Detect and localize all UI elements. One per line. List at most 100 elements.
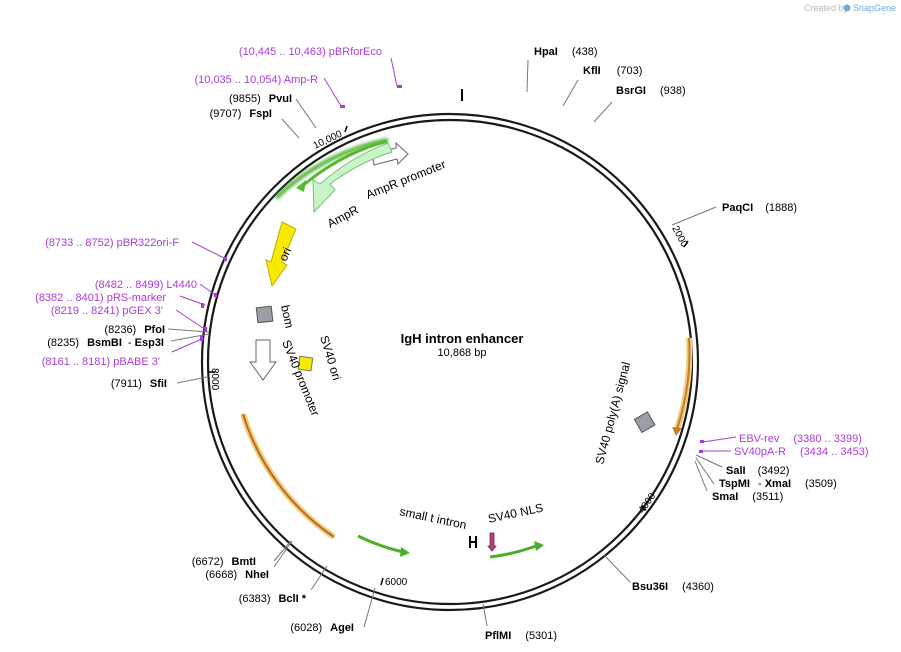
site-esp3i-name: Esp3I [135, 337, 164, 349]
tick-4000: 4000 [636, 491, 658, 516]
feature-label-ori: ori [276, 245, 294, 263]
primer-pbr322ori-f[interactable]: (8733 .. 8752) pBR322ori-F [45, 237, 179, 249]
site-kfli-pos: (703) [617, 65, 643, 77]
site-leader-lines [167, 59, 723, 628]
site-sali[interactable]: SalI(3492) [726, 465, 789, 477]
site-bmti[interactable]: (6672) BmtI [192, 556, 256, 568]
site-bsu36i[interactable]: Bsu36I(4360) [632, 581, 714, 593]
site-agei[interactable]: (6028)AgeI [290, 622, 354, 634]
site-fspi[interactable]: (9707) FspI [210, 108, 272, 120]
site-paqci-name: PaqCI [722, 202, 753, 214]
primer-leader-lines [171, 57, 737, 452]
site-bsmbi-name: BsmBI [87, 337, 122, 349]
primer-ebv-rev[interactable]: EBV-rev(3380 .. 3399) [739, 433, 862, 445]
site-nhei-pos: (6668) [205, 569, 237, 581]
primer-marks [200, 85, 704, 453]
site-smai[interactable]: SmaI(3511) [712, 491, 783, 503]
site-xmai-name: XmaI [765, 478, 791, 490]
site-labels-left[interactable]: (6028)AgeI (6383) BclI * (6668) NheI (6672… [47, 93, 354, 634]
plasmid-center-label: IgH intron enhancer 10,868 bp [401, 331, 524, 359]
snapgene-brand: Created by SnapGene [804, 3, 896, 13]
tick-mark-6000 [380, 577, 384, 586]
site-pflmi-name: PflMI [485, 630, 511, 642]
feature-label-sv40-polya: SV40 poly(A) signal [592, 360, 633, 465]
tick-mark-2000 [683, 240, 689, 248]
orange-right-arc [676, 337, 691, 430]
primer-ebv-rev-name: EBV-rev [739, 433, 780, 445]
ampr-outer-arrow [299, 139, 388, 190]
ampr-glow [274, 138, 389, 200]
site-bmti-name: BmtI [232, 556, 256, 568]
primer-pbabe-3[interactable]: (8161 .. 8181) pBABE 3' [42, 356, 160, 368]
feature-label-bom: bom [278, 304, 297, 330]
site-pfoi-pos: (8236) [104, 324, 136, 336]
site-bsrgi-name: BsrGI [616, 85, 646, 97]
site-pflmi-pos: (5301) [525, 630, 557, 642]
tick-mark-4000 [640, 505, 647, 511]
site-tspmi-name: TspMI [719, 478, 750, 490]
site-bsmbi-pos: (8235) [47, 337, 79, 349]
primer-sv40pa-r[interactable]: SV40pA-R (3434 .. 3453) [734, 446, 868, 458]
plasmid-size: 10,868 bp [438, 347, 487, 359]
site-kfli[interactable]: KflI (703) [583, 65, 642, 77]
primer-l4440[interactable]: (8482 .. 8499) L4440 [95, 279, 197, 291]
site-fspi-name: FspI [249, 108, 272, 120]
site-pfoi[interactable]: (8236) PfoI [104, 324, 165, 336]
site-paqci[interactable]: PaqCI (1888) [722, 202, 797, 214]
orange-right-arrowhead [672, 427, 682, 436]
site-smai-pos: (3511) [752, 491, 783, 503]
ori-arrow [265, 221, 297, 288]
site-fspi-pos: (9707) [210, 108, 242, 120]
sv40-polya-box [633, 411, 656, 434]
bom-box [255, 305, 274, 324]
features [240, 138, 693, 559]
orange-left-arc [242, 413, 335, 538]
primer-sv40pa-r-name: SV40pA-R [734, 446, 786, 458]
primer-labels[interactable]: (10,445 .. 10,463) pBRforEco (10,035 .. … [35, 46, 868, 458]
site-pfoi-name: PfoI [144, 324, 165, 336]
tick-2000: 2000 [669, 224, 689, 249]
site-pflmi[interactable]: PflMI (5301) [485, 630, 557, 642]
primer-ampr[interactable]: (10,035 .. 10,054) Amp-R [194, 74, 318, 86]
site-bcli[interactable]: (6383) BclI * [239, 593, 307, 605]
tick-mark-10000 [344, 125, 348, 133]
site-hpai[interactable]: HpaI(438) [534, 46, 598, 58]
brand-name: SnapGene [853, 3, 896, 13]
site-bsmbi[interactable]: (8235)BsmBI- Esp3I [47, 337, 164, 349]
site-tspmi-sep: - [758, 478, 765, 490]
ampr-outer-arrowhead [296, 180, 306, 192]
site-paqci-pos: (1888) [765, 202, 797, 214]
site-pvui-name: PvuI [269, 93, 292, 105]
site-bcli-name: BclI * [278, 593, 306, 605]
primer-sv40pa-r-pos: (3434 .. 3453) [800, 446, 869, 458]
sv40-ori-box [297, 355, 314, 372]
site-sfii-name: SfiI [150, 378, 167, 390]
site-nhei-name: NheI [245, 569, 269, 581]
feature-label-sv40-nls: SV40 NLS [487, 501, 545, 526]
site-pvui[interactable]: (9855) PvuI [229, 93, 292, 105]
plasmid-name: IgH intron enhancer [401, 331, 524, 346]
tick-6000: 6000 [385, 577, 408, 588]
site-sali-pos: (3492) [758, 465, 790, 477]
site-bcli-pos: (6383) [239, 593, 271, 605]
green-bottom-right-arrow [489, 544, 537, 559]
site-sfii[interactable]: (7911)SfiI [111, 378, 167, 390]
site-agei-pos: (6028) [290, 622, 322, 634]
site-pvui-pos: (9855) [229, 93, 261, 105]
primer-pgex-3[interactable]: (8219 .. 8241) pGEX 3' [51, 305, 163, 317]
site-bsrgi[interactable]: BsrGI(938) [616, 85, 686, 97]
site-hpai-pos: (438) [572, 46, 598, 58]
site-labels-right[interactable]: HpaI(438) KflI (703) BsrGI(938) PaqCI (188… [485, 46, 837, 642]
ampr-promoter-arrow [371, 141, 409, 166]
sv40-promoter-arrow [249, 339, 277, 381]
green-bottom-left-arrowhead [400, 547, 410, 557]
site-tspmi[interactable]: TspMI- XmaI(3509) [719, 478, 837, 490]
snapgene-logo-icon [843, 4, 851, 12]
primer-pbrforeco[interactable]: (10,445 .. 10,463) pBRforEco [239, 46, 382, 58]
site-bmti-pos: (6672) [192, 556, 224, 568]
site-nhei[interactable]: (6668) NheI [205, 569, 269, 581]
site-kfli-name: KflI [583, 65, 601, 77]
primer-prs-marker[interactable]: (8382 .. 8401) pRS-marker [35, 292, 166, 304]
brand-prefix: Created by [804, 3, 849, 13]
